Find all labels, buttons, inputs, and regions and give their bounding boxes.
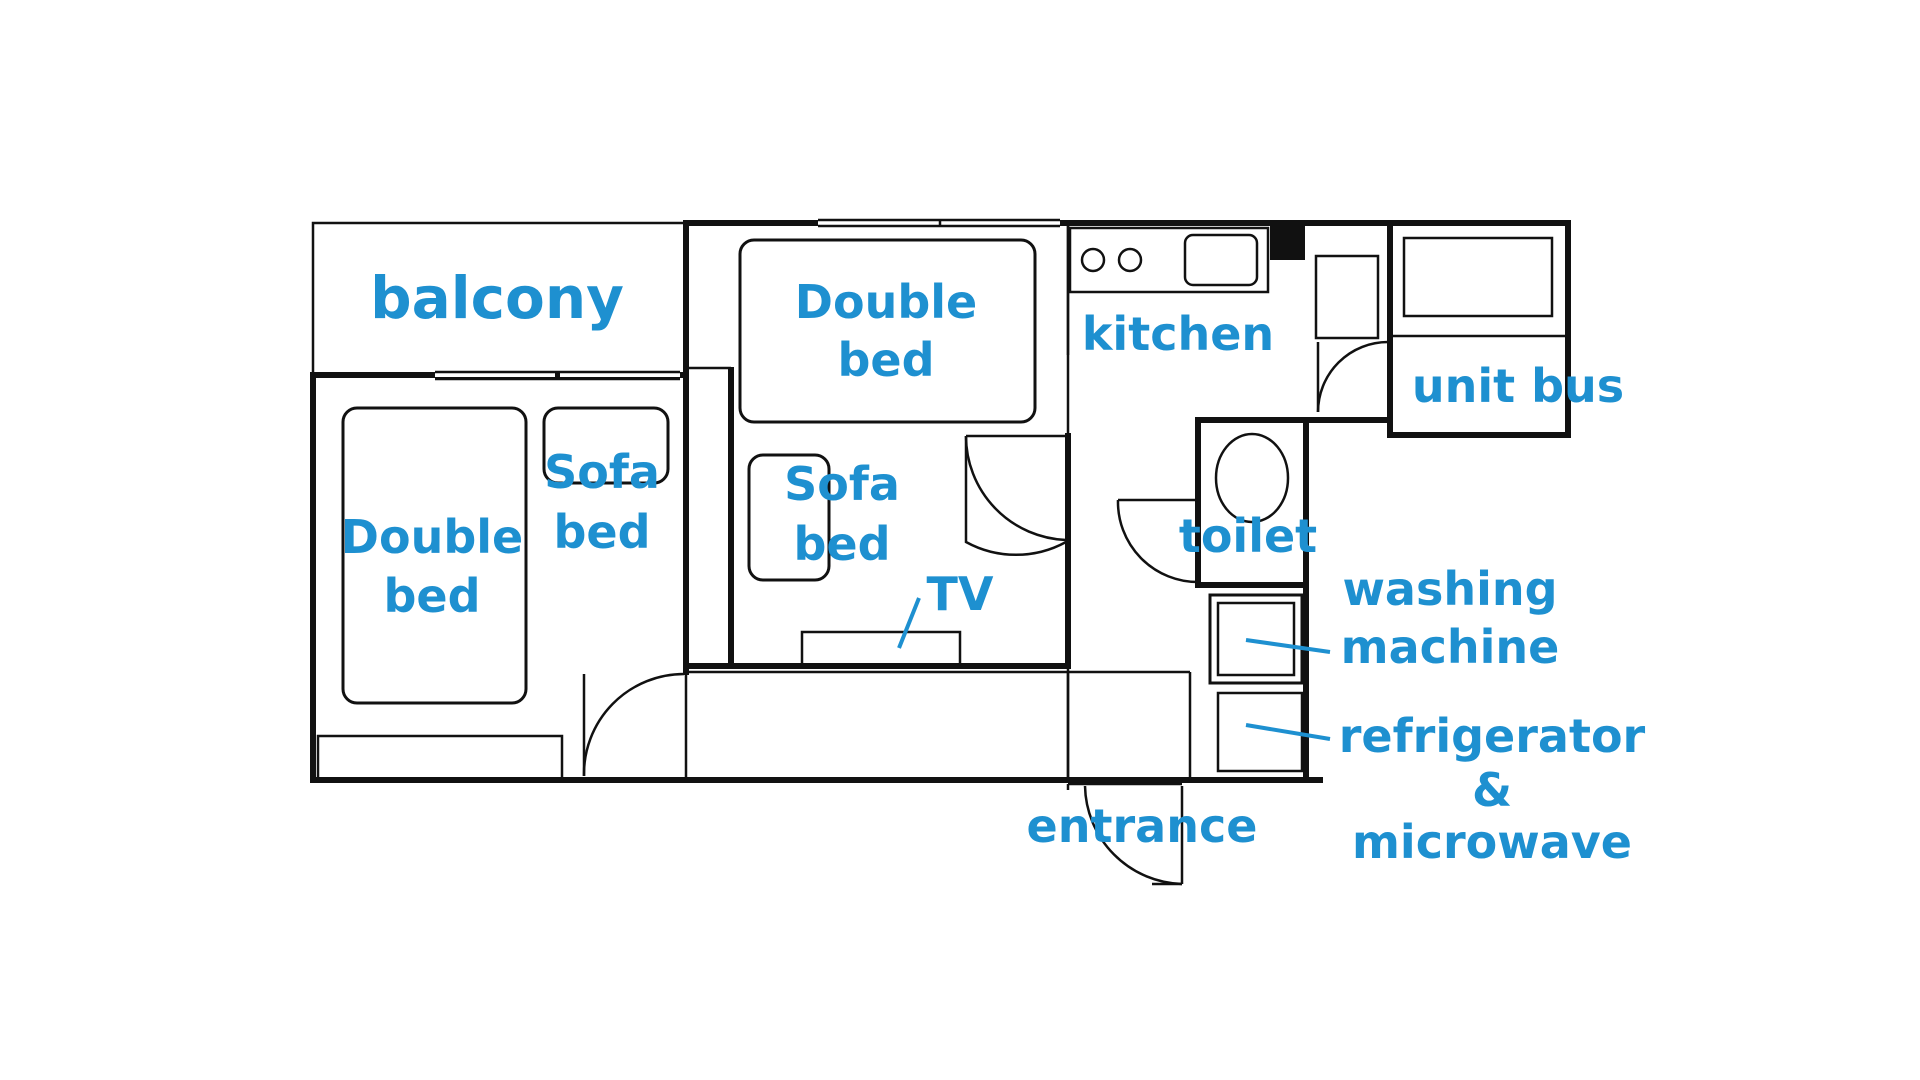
stove-burner-2 [1117, 247, 1143, 273]
bath-door [1316, 340, 1389, 413]
middle-room-door [964, 436, 1067, 556]
kitchen-counter [1068, 226, 1270, 294]
toilet-bowl [1214, 432, 1290, 524]
kitchen-sink [1183, 233, 1259, 287]
label-refrigerator-3: microwave [1352, 815, 1632, 869]
left-bedroom-door [582, 672, 685, 777]
kitchen-cabinet [1314, 254, 1380, 340]
label-washing-machine-2: machine [1341, 620, 1560, 674]
label-middle-sofa-bed-2: bed [793, 517, 890, 571]
hallway [684, 670, 1192, 780]
label-entrance: entrance [1027, 799, 1258, 853]
kitchen-area [1065, 220, 1401, 780]
bathtub [1402, 236, 1554, 318]
label-middle-double-bed-2: bed [837, 333, 934, 387]
left-shelf [316, 734, 564, 782]
toilet-door [1116, 499, 1199, 584]
balcony-area [310, 221, 689, 381]
kitchen-column [1270, 224, 1305, 260]
middle-double-bed [738, 238, 1037, 424]
tv-leader-line [897, 597, 921, 649]
label-tv: TV [927, 567, 994, 621]
middle-sofa-bed [747, 453, 831, 582]
label-kitchen: kitchen [1082, 307, 1274, 361]
refrigerator-leader-line [1245, 723, 1331, 741]
label-refrigerator-2: & [1472, 763, 1512, 817]
appliances [1208, 593, 1304, 773]
refrigerator [1216, 691, 1304, 773]
toilet-area [1116, 417, 1393, 783]
middle-room [683, 218, 1071, 669]
label-left-sofa-bed-2: bed [553, 505, 650, 559]
label-left-sofa-bed-1: Sofa [544, 445, 660, 499]
stove-burner-1 [1080, 247, 1106, 273]
washing-machine-leader-line [1245, 638, 1331, 654]
left-bedroom [310, 220, 1323, 783]
left-sofa-bed [542, 406, 670, 485]
washing-machine [1208, 593, 1304, 685]
label-balcony: balcony [370, 264, 624, 332]
left-double-bed [341, 406, 528, 705]
unit-bus-area [1387, 220, 1571, 438]
label-left-double-bed-2: bed [383, 569, 480, 623]
label-middle-double-bed-1: Double [795, 275, 977, 329]
label-left-double-bed-1: Double [341, 510, 523, 564]
label-unit-bus: unit bus [1412, 359, 1624, 413]
label-middle-sofa-bed-1: Sofa [784, 457, 900, 511]
entrance-area [1066, 782, 1184, 886]
label-washing-machine-1: washing [1342, 562, 1557, 616]
entrance-door [1083, 785, 1183, 886]
label-refrigerator-1: refrigerator [1339, 709, 1646, 763]
label-toilet: toilet [1179, 509, 1317, 563]
tv-stand [800, 630, 962, 668]
